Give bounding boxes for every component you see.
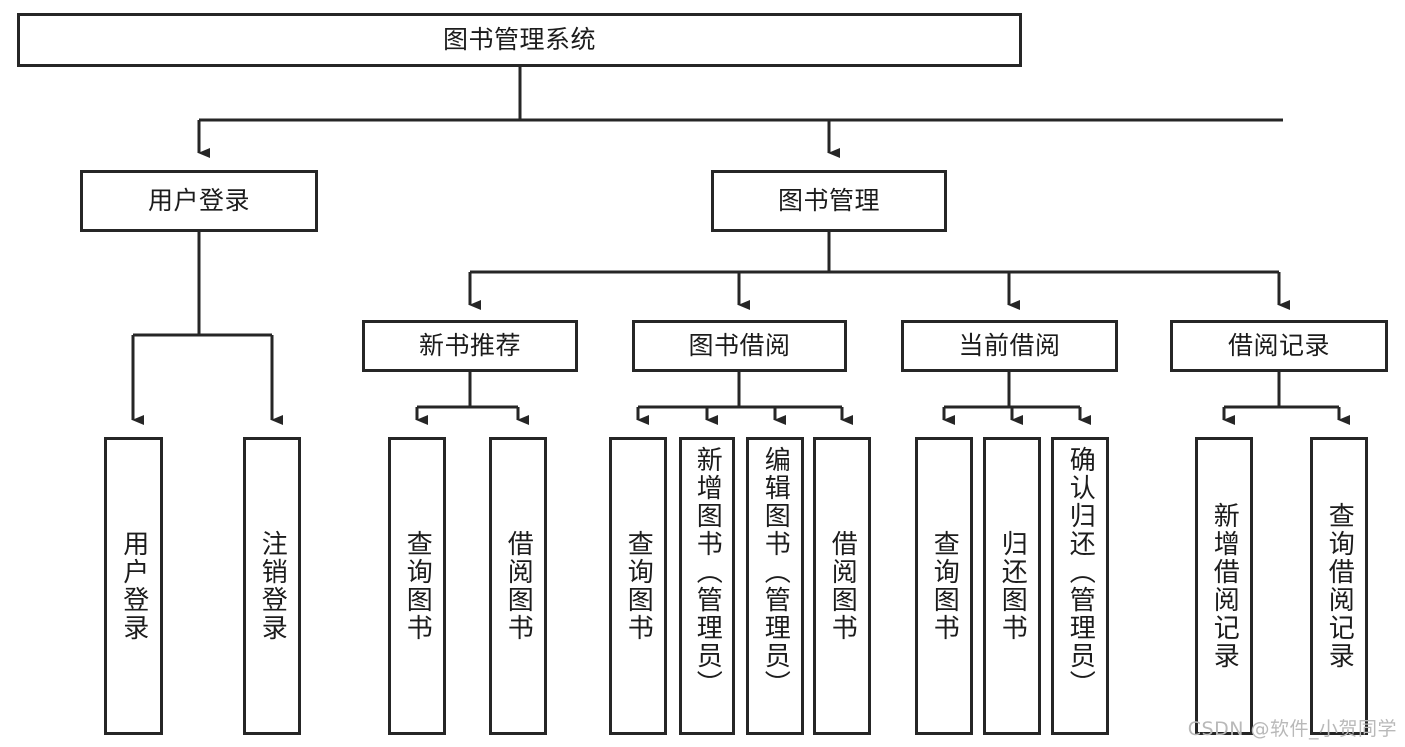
node-current-borrow[interactable]: 当前借阅	[901, 320, 1118, 372]
node-book-management[interactable]: 图书管理	[711, 170, 947, 232]
node-label: 新增借阅记录	[1209, 502, 1240, 670]
node-new-book-recommend[interactable]: 新书推荐	[362, 320, 578, 372]
node-label: 新增图书（管理员）	[692, 446, 723, 698]
node-book-borrow[interactable]: 图书借阅	[632, 320, 847, 372]
node-label: 新书推荐	[418, 331, 521, 361]
node-label: 当前借阅	[958, 331, 1061, 361]
leaf-query-book-borrow[interactable]: 查询图书	[609, 437, 667, 735]
leaf-borrow-book-recommend[interactable]: 借阅图书	[489, 437, 547, 735]
leaf-confirm-return-admin[interactable]: 确认归还（管理员）	[1051, 437, 1109, 735]
leaf-edit-book-admin[interactable]: 编辑图书（管理员）	[746, 437, 804, 735]
node-label: 归还图书	[997, 530, 1028, 642]
leaf-logout-login[interactable]: 注销登录	[243, 437, 301, 735]
node-borrow-record[interactable]: 借阅记录	[1170, 320, 1388, 372]
node-label: 查询图书	[402, 530, 433, 642]
node-user-login[interactable]: 用户登录	[80, 170, 318, 232]
node-label: 用户登录	[118, 530, 149, 642]
node-label: 图书管理	[777, 186, 880, 216]
node-root-system[interactable]: 图书管理系统	[17, 13, 1022, 67]
leaf-add-book-admin[interactable]: 新增图书（管理员）	[679, 437, 735, 735]
leaf-return-book[interactable]: 归还图书	[983, 437, 1041, 735]
node-label: 查询借阅记录	[1324, 502, 1355, 670]
leaf-query-borrow-record[interactable]: 查询借阅记录	[1310, 437, 1368, 735]
node-label: 借阅图书	[827, 530, 858, 642]
leaf-borrow-book[interactable]: 借阅图书	[813, 437, 871, 735]
csdn-watermark: CSDN @软件_小贺同学	[1187, 718, 1397, 740]
node-label: 查询图书	[623, 530, 654, 642]
leaf-query-book-current[interactable]: 查询图书	[915, 437, 973, 735]
node-label: 查询图书	[929, 530, 960, 642]
node-label: 借阅图书	[503, 530, 534, 642]
node-label: 图书借阅	[688, 331, 791, 361]
node-label: 借阅记录	[1227, 331, 1330, 361]
node-label: 编辑图书（管理员）	[760, 446, 791, 698]
node-label: 用户登录	[147, 186, 250, 216]
leaf-user-login[interactable]: 用户登录	[104, 437, 163, 735]
node-label: 图书管理系统	[442, 25, 596, 55]
node-label: 确认归还（管理员）	[1065, 446, 1096, 698]
leaf-add-borrow-record[interactable]: 新增借阅记录	[1195, 437, 1253, 735]
leaf-query-book-recommend[interactable]: 查询图书	[388, 437, 446, 735]
node-label: 注销登录	[257, 530, 288, 642]
